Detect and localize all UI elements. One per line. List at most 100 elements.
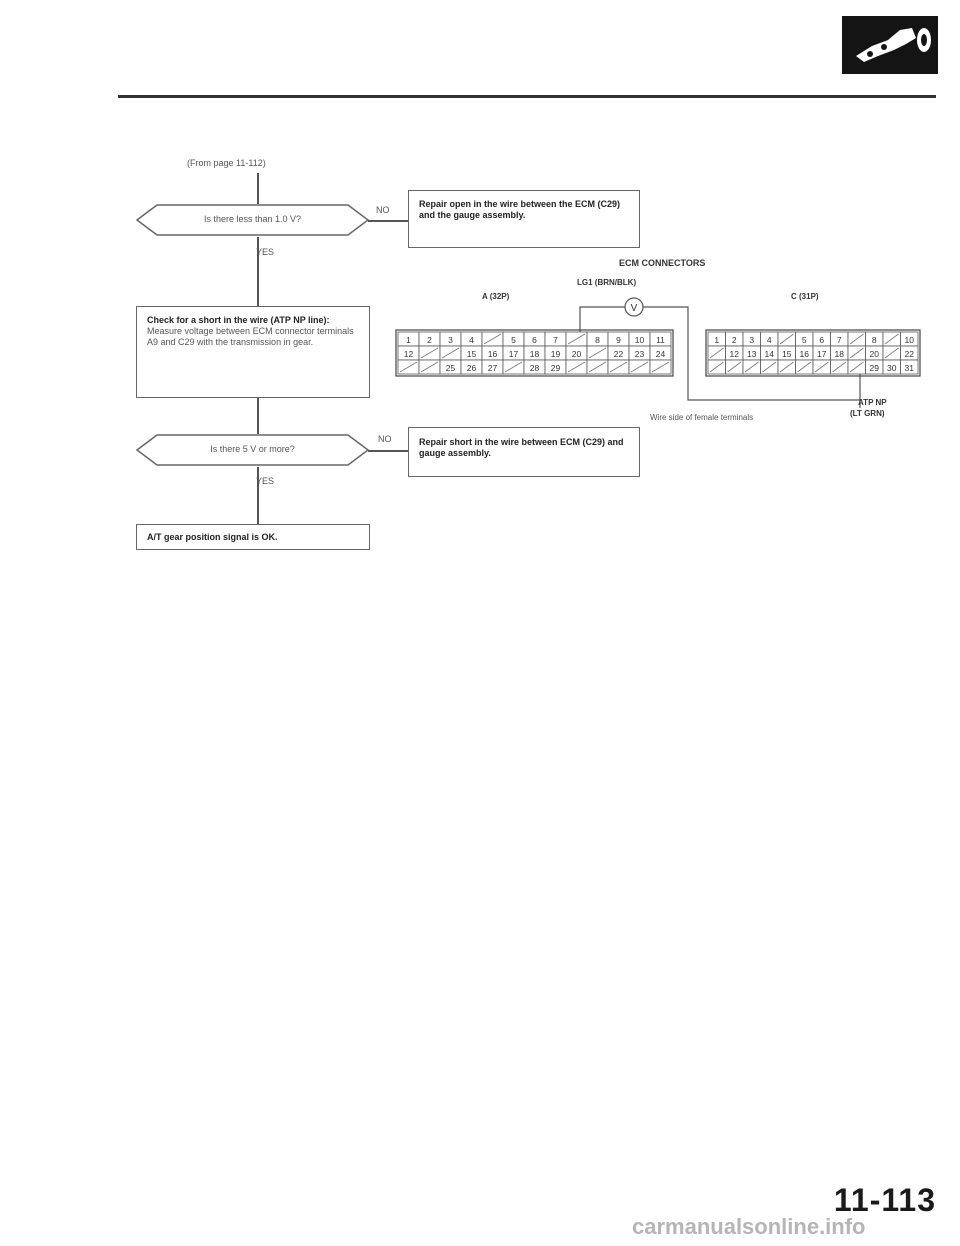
connector-c-empty-terminal [744,361,759,373]
connector-a-terminal-label: 27 [488,363,498,373]
connector-c-terminal-label: 2 [732,335,737,345]
page-number: 11-113 [833,1182,936,1218]
diagram-title: ECM CONNECTORS [619,258,706,268]
connector-c-empty-terminal [727,361,742,373]
connector-a-terminal-label: 5 [511,335,516,345]
flow-line [368,220,408,222]
connector-c-empty-terminal [884,333,899,345]
connector-a-terminal-label: 6 [532,335,537,345]
wire-side-caption: Wire side of female terminals [650,413,754,422]
no-label-2: NO [378,434,392,444]
connector-a-label: A (32P) [482,292,510,301]
connector-a-terminal-label: 18 [530,349,540,359]
connector-c-terminal-label: 20 [870,349,880,359]
connector-a-empty-terminal [420,361,439,373]
atp-np-label: ATP NP [858,398,887,407]
connector-c-empty-terminal [709,361,724,373]
connector-a-empty-terminal [630,361,649,373]
connector-a-empty-terminal [651,361,670,373]
connector-a-empty-terminal [588,361,607,373]
connector-c-terminal-label: 8 [872,335,877,345]
flow-line [257,237,259,310]
header-rule [118,95,936,98]
repair-short-box: Repair short in the wire between ECM (C2… [408,427,640,477]
flow-line [368,450,408,452]
connector-c-terminal-label: 12 [730,349,740,359]
connector-a-terminal-label: 10 [635,335,645,345]
connector-a-terminal-label: 3 [448,335,453,345]
connector-c-outline [705,329,921,377]
connector-a-terminal-label: 17 [509,349,519,359]
yes-label-2: YES [256,476,275,486]
connector-a-terminal-label: 11 [656,335,665,345]
connector-c-terminal-label: 16 [800,349,810,359]
connector-a-terminal-label: 12 [404,349,414,359]
connector-c-terminal-label: 14 [765,349,775,359]
connector-a-terminal-label: 29 [551,363,561,373]
connector-c-terminal-label: 18 [835,349,845,359]
connector-c-empty-terminal [849,361,864,373]
connector-a-terminal-label: 2 [427,335,432,345]
from-page-label: (From page 11-112) [187,158,266,168]
connector-c-empty-terminal [779,333,794,345]
connector-c-terminal-label: 10 [905,335,915,345]
connector-a-empty-terminal [483,333,502,345]
connector-a-terminal-label: 26 [467,363,477,373]
connector-a-terminal-label: 16 [488,349,498,359]
connector-a-terminal-label: 24 [656,349,666,359]
question-5v-or-more: Is there 5 V or more? [210,444,295,454]
repair-open-text: Repair open in the wire between the ECM … [419,199,621,220]
flow-line [257,467,259,525]
connector-c-empty-terminal [832,361,847,373]
connector-c-empty-terminal [762,361,777,373]
connector-c-terminal-label: 17 [817,349,827,359]
check-title: Check for a short in the wire (ATP NP li… [147,315,330,325]
connector-c-label: C (31P) [791,292,819,301]
connector-a-terminal-label: 25 [446,363,456,373]
connector-a-empty-terminal [609,361,628,373]
connector-a-terminal-label: 22 [614,349,624,359]
lg1-wire-label: LG1 (BRN/BLK) [577,278,637,287]
connector-c-terminal-label: 1 [714,335,719,345]
connector-c-empty-terminal [884,347,899,359]
connector-a-empty-terminal [420,347,439,359]
connector-c-terminal [900,359,919,375]
connector-a-empty-terminal [441,347,460,359]
connector-a-empty-terminal [399,361,418,373]
connector-a-terminal-label: 8 [595,335,600,345]
connector-c-terminal-label: 4 [767,335,772,345]
connector-c-terminal-label: 15 [782,349,792,359]
result-ok-box: A/T gear position signal is OK. [136,524,370,550]
connector-a-terminal-label: 7 [553,335,558,345]
connector-c-empty-terminal [849,347,864,359]
check-short-box: Check for a short in the wire (ATP NP li… [136,306,370,398]
footer-watermark: carmanualsonline.info [632,1214,866,1239]
voltmeter-label: V [631,303,638,314]
connector-c-terminal-label: 30 [887,363,897,373]
atp-np-color-label: (LT GRN) [850,409,885,418]
connector-c-empty-terminal [779,361,794,373]
yes-label-1: YES [256,247,275,257]
connector-c-empty-terminal [709,347,724,359]
flow-line [257,173,259,204]
connector-c-empty-terminal [814,361,829,373]
connector-c-terminal-label: 22 [905,349,915,359]
connector-a-terminal-label: 28 [530,363,540,373]
connector-a-terminal-label: 15 [467,349,477,359]
repair-short-text: Repair short in the wire between ECM (C2… [419,437,624,458]
connector-c-terminal-label: 5 [802,335,807,345]
connector-c-terminal-label: 31 [905,363,915,373]
flow-line [257,398,259,434]
connector-a-terminal-label: 19 [551,349,561,359]
result-ok-text: A/T gear position signal is OK. [147,532,278,542]
connector-c-terminal-label: 13 [747,349,757,359]
connector-a-outline [395,329,674,377]
section-logo-icon [842,16,938,74]
connector-c-empty-terminal [849,333,864,345]
connector-c-terminal-label: 29 [870,363,880,373]
connector-a-empty-terminal [588,347,607,359]
connector-a-empty-terminal [504,361,523,373]
